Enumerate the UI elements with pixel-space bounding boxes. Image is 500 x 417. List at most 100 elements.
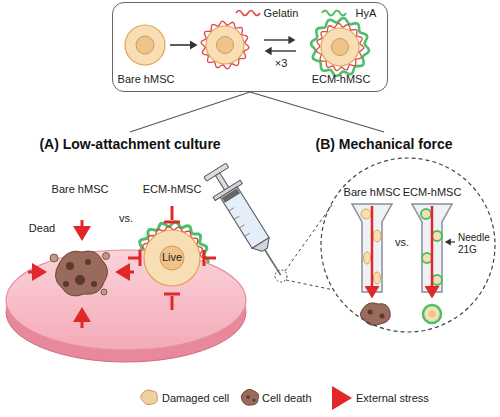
syringe: [252, 238, 273, 255]
ecm-cell: [332, 39, 349, 56]
bare-cell: [136, 36, 154, 54]
syringe: [229, 208, 250, 237]
cell-label: ECM-hMSC: [312, 73, 371, 86]
coating-strand: [311, 18, 369, 76]
cell-label: Gelatin: [264, 7, 299, 20]
cycle-arrow: [266, 50, 296, 51]
cell-label: Bare hMSC: [344, 186, 401, 199]
bare-cell: [125, 25, 165, 65]
damaged-output: [368, 310, 373, 315]
legend-text: External stress: [356, 392, 429, 405]
section-region: (A) Low-attachment cultureBare hMSC vs. EC…: [2, 132, 258, 372]
bare-cells-in-needle: [361, 209, 371, 219]
gelatin-icon: [236, 11, 260, 16]
bare-cells-in-needle: [374, 272, 381, 284]
gelatin-cell: [206, 26, 244, 64]
zoom-circle: [275, 270, 287, 282]
cell-label: HyA: [356, 7, 377, 20]
blocked-stress: [203, 250, 206, 266]
coating-strand: [201, 21, 249, 69]
bare-cells-in-needle: [364, 252, 371, 264]
legend-damaged-icon: [141, 390, 158, 405]
dead-cell-cluster: [50, 254, 58, 262]
zoom-outline: [321, 158, 495, 332]
branch-line: [130, 92, 250, 132]
culture-dish: [6, 250, 246, 362]
ecm-cells-in-needle: [432, 231, 442, 241]
cell-label: vs.: [395, 236, 409, 249]
section-heading: (B) Mechanical force: [316, 136, 453, 152]
cycle-arrow: [264, 39, 294, 40]
ecm-cell: [321, 28, 359, 66]
flow-stress: [431, 206, 434, 296]
blocked-stress: [204, 257, 216, 260]
cell-label: ×3: [275, 57, 288, 70]
gelatin-cell: [217, 37, 234, 54]
dead-cell-cluster: [63, 281, 69, 287]
cell-label: Bare hMSC: [52, 183, 109, 196]
live-ecm-cell: [144, 230, 200, 286]
damaged-output: [360, 303, 390, 325]
zoom-leader: [286, 280, 334, 290]
culture-dish: [6, 250, 246, 350]
ecm-cell: [321, 28, 359, 66]
flow-stress: [371, 206, 374, 296]
damaged-output: [380, 314, 385, 319]
syringe: [204, 163, 229, 181]
process-panel: Bare hMSC Gelatin HyA ×3ECM-hMSC: [112, 2, 388, 92]
dead-cell-cluster: [55, 251, 107, 296]
bare-cells-in-needle: [373, 230, 381, 242]
legend-stress-icon: [334, 396, 348, 400]
dead-cell-cluster: [50, 251, 110, 296]
cell-label: Dead: [29, 222, 55, 235]
legend-death-icon: [253, 399, 256, 402]
blocked-stress: [128, 257, 140, 260]
legend-death-icon: [241, 389, 258, 405]
intact-output: [429, 311, 436, 318]
dead-cell-cluster: [91, 281, 97, 287]
branch-line: [250, 92, 384, 132]
legend-death-icon: [241, 389, 258, 405]
damaged-output: [360, 303, 390, 325]
legend-death-icon: [246, 395, 250, 399]
section-region: (B) Mechanical forceBare hMSCECM-hMSC vs.…: [270, 132, 498, 372]
cell-label: Bare hMSC: [118, 73, 175, 86]
dead-cell-cluster: [66, 262, 74, 270]
process-arrow: [170, 44, 196, 46]
cell-label: vs.: [119, 212, 133, 225]
dead-cell-cluster: [103, 253, 110, 260]
blocked-stress: [139, 250, 142, 266]
ecm-cells-in-needle: [422, 253, 432, 263]
ecm-cells-in-needle: [421, 209, 431, 219]
gelatin-cell: [206, 26, 244, 64]
intact-output: [423, 305, 441, 323]
section-heading: (A) Low-attachment culture: [39, 136, 220, 152]
syringe: [222, 188, 240, 203]
dead-cell-cluster: [101, 289, 107, 295]
ecm-cells-in-needle: [432, 275, 442, 285]
hya-icon: [322, 11, 346, 16]
blocked-stress: [164, 293, 180, 296]
dead-cell-cluster: [85, 259, 91, 265]
zoom-leader: [285, 205, 332, 271]
stress-arrows: [28, 271, 44, 274]
bare-cell: [125, 25, 165, 65]
cell-label: ECM-hMSC: [143, 183, 202, 196]
stress-arrows: [28, 220, 134, 328]
stress-arrows: [81, 310, 84, 328]
live-ecm-cell: [144, 230, 200, 286]
intact-output: [423, 305, 441, 323]
stress-arrows: [81, 220, 84, 238]
legend-text: Damaged cell: [162, 392, 229, 405]
coating-strands: [136, 18, 369, 294]
syringe: [201, 162, 294, 284]
legend-text: Cell death: [262, 392, 312, 405]
cell-label: Live: [162, 251, 182, 264]
syringe: [229, 208, 234, 211]
syringe: [220, 187, 269, 248]
cell-label: ECM-hMSC: [403, 186, 462, 199]
syringe: [245, 233, 250, 236]
